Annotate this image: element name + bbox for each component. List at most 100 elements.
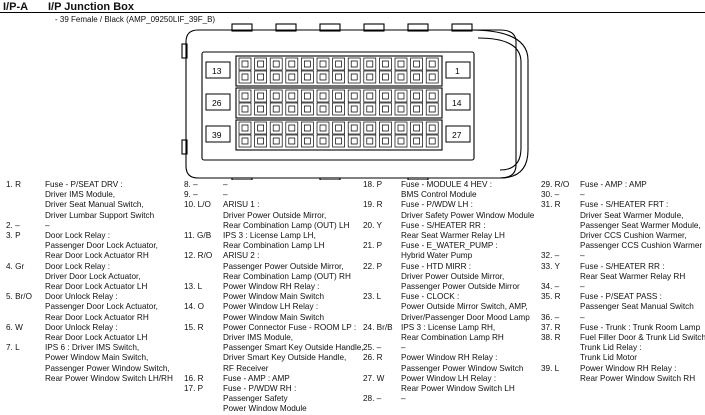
pin-terminal: [413, 92, 420, 100]
pin-terminal: [382, 73, 389, 81]
pin-terminal: [241, 73, 249, 81]
pin-cavity: [347, 102, 361, 116]
pin-description-line: Power Outside Mirror Switch, AMP,: [401, 302, 528, 312]
pin-number: 32. –: [541, 251, 560, 261]
pin-cavity: [379, 121, 392, 135]
pin-terminal: [319, 137, 327, 145]
pin-cavity: [301, 89, 314, 103]
pin-terminal: [272, 73, 280, 81]
pin-cavity: [269, 121, 283, 135]
pin-description-line: Fuse - MODULE 4 HEV :: [401, 180, 492, 189]
pin-cavity: [410, 89, 423, 103]
pin-description: Door Lock Relay :Passenger Door Lock Act…: [45, 231, 178, 262]
pin-terminal: [350, 105, 358, 113]
pin-description-line: RF Receiver: [223, 363, 269, 373]
pin-description-line: –: [580, 282, 585, 292]
pin-cavity: [316, 102, 330, 116]
pin-cavity: [238, 57, 252, 71]
pin-terminal: [350, 124, 358, 132]
pin-description-line: Power Connector Fuse - ROOM LP :: [223, 322, 357, 332]
pin-terminal: [350, 92, 358, 100]
pin-number: 31. R: [541, 200, 561, 210]
pin-cavity: [394, 57, 408, 71]
pin-description: Power Window RH Relay :Passenger Power W…: [401, 353, 539, 373]
pin-description-line: Driver Door Lock Actuator,: [45, 271, 141, 281]
pin-cavity: [425, 121, 439, 135]
pin-cavity: [269, 134, 283, 148]
pin-cavity: [379, 102, 392, 116]
pin-description: Fuse - AMP : AMP: [580, 180, 703, 190]
pin-cavity: [301, 57, 314, 71]
pin-cavity: [379, 89, 392, 103]
pin-terminal: [335, 73, 342, 81]
pin-cavity: [394, 102, 408, 116]
pin-description-line: Driver Smart Key Outside Handle,: [223, 353, 347, 363]
pin-description-line: Driver CCS Cushion Warmer,: [580, 231, 687, 241]
pin-label-13: 13: [212, 66, 222, 76]
pin-description-line: Power Window LH Relay :: [223, 302, 319, 312]
pin-cavity: [347, 57, 361, 71]
pin-description-line: Door Lock Relay :: [45, 261, 111, 271]
pin-description-line: Power Window Module: [223, 404, 307, 414]
pin-description: –: [401, 394, 539, 404]
pin-description-line: –: [45, 220, 50, 230]
pin-cavity: [394, 134, 408, 148]
pin-cavity: [301, 121, 314, 135]
pin-number: 15. R: [184, 322, 204, 332]
pin-number: 1. R: [6, 180, 22, 189]
pin-number: 4. Gr: [6, 261, 25, 271]
pin-description-line: Door Unlock Relay :: [45, 292, 118, 302]
pin-description-line: IPS 3 : License Lamp RH,: [401, 322, 496, 332]
pin-terminal: [397, 124, 405, 132]
pin-description-line: Fuse - CLOCK :: [401, 292, 460, 302]
pin-cavity: [332, 134, 345, 148]
pin-description: Fuse - MODULE 4 HEV :BMS Control Module: [401, 180, 539, 200]
pin-description-line: Rear Power Window Switch LH: [401, 384, 515, 394]
pin-description-line: Rear Seat Warmer Relay LH: [401, 231, 505, 241]
pin-block-row1: [235, 55, 443, 87]
pin-description-line: Door Lock Relay :: [45, 231, 111, 241]
pin-entry: 8. ––: [184, 180, 360, 190]
pin-terminal: [335, 105, 342, 113]
pin-cavity: [285, 134, 299, 148]
pin-terminal: [335, 124, 342, 132]
pin-description: Trunk Lid Relay :Trunk Lid Motor: [580, 343, 703, 363]
pin-description: Power Window RH Relay :Power Window Main…: [223, 282, 360, 302]
pin-terminal: [382, 60, 389, 68]
pin-label-1: 1: [455, 66, 460, 76]
pin-description-line: Power Window Main Switch: [223, 292, 325, 302]
pin-cavity: [425, 70, 439, 84]
pin-terminal: [241, 60, 249, 68]
pin-cavity: [332, 57, 345, 71]
pin-terminal: [366, 137, 374, 145]
pin-label-box: [205, 125, 231, 143]
pin-number: 34. –: [541, 282, 560, 292]
pin-terminal: [335, 137, 342, 145]
pin-description-line: Fuse - S/HEATER RR :: [580, 261, 665, 271]
pin-terminal: [366, 105, 374, 113]
pin-description-line: Passenger Safety: [223, 394, 288, 404]
pin-description: Power Window LH Relay :Power Window Main…: [223, 302, 360, 322]
pin-number: 19. R: [363, 200, 383, 210]
pin-terminal: [397, 105, 405, 113]
pin-terminal: [319, 124, 327, 132]
pin-number: 25. –: [363, 343, 382, 353]
pin-number: 12. R/O: [184, 251, 213, 261]
pin-cavity: [285, 57, 299, 71]
pin-number: 26. R: [363, 353, 383, 363]
pin-terminal: [304, 92, 311, 100]
pin-description-line: Power Window RH Relay :: [223, 282, 320, 292]
pin-description-line: Passenger Power Outside Mirror: [401, 282, 520, 292]
pin-terminal: [319, 105, 327, 113]
pin-description-line: Rear Door Lock Actuator LH: [45, 282, 148, 292]
pin-terminal: [304, 137, 311, 145]
pin-cavity: [332, 102, 345, 116]
pin-number: 7. L: [6, 343, 20, 353]
pin-description-line: Power Window LH Relay :: [401, 373, 497, 383]
